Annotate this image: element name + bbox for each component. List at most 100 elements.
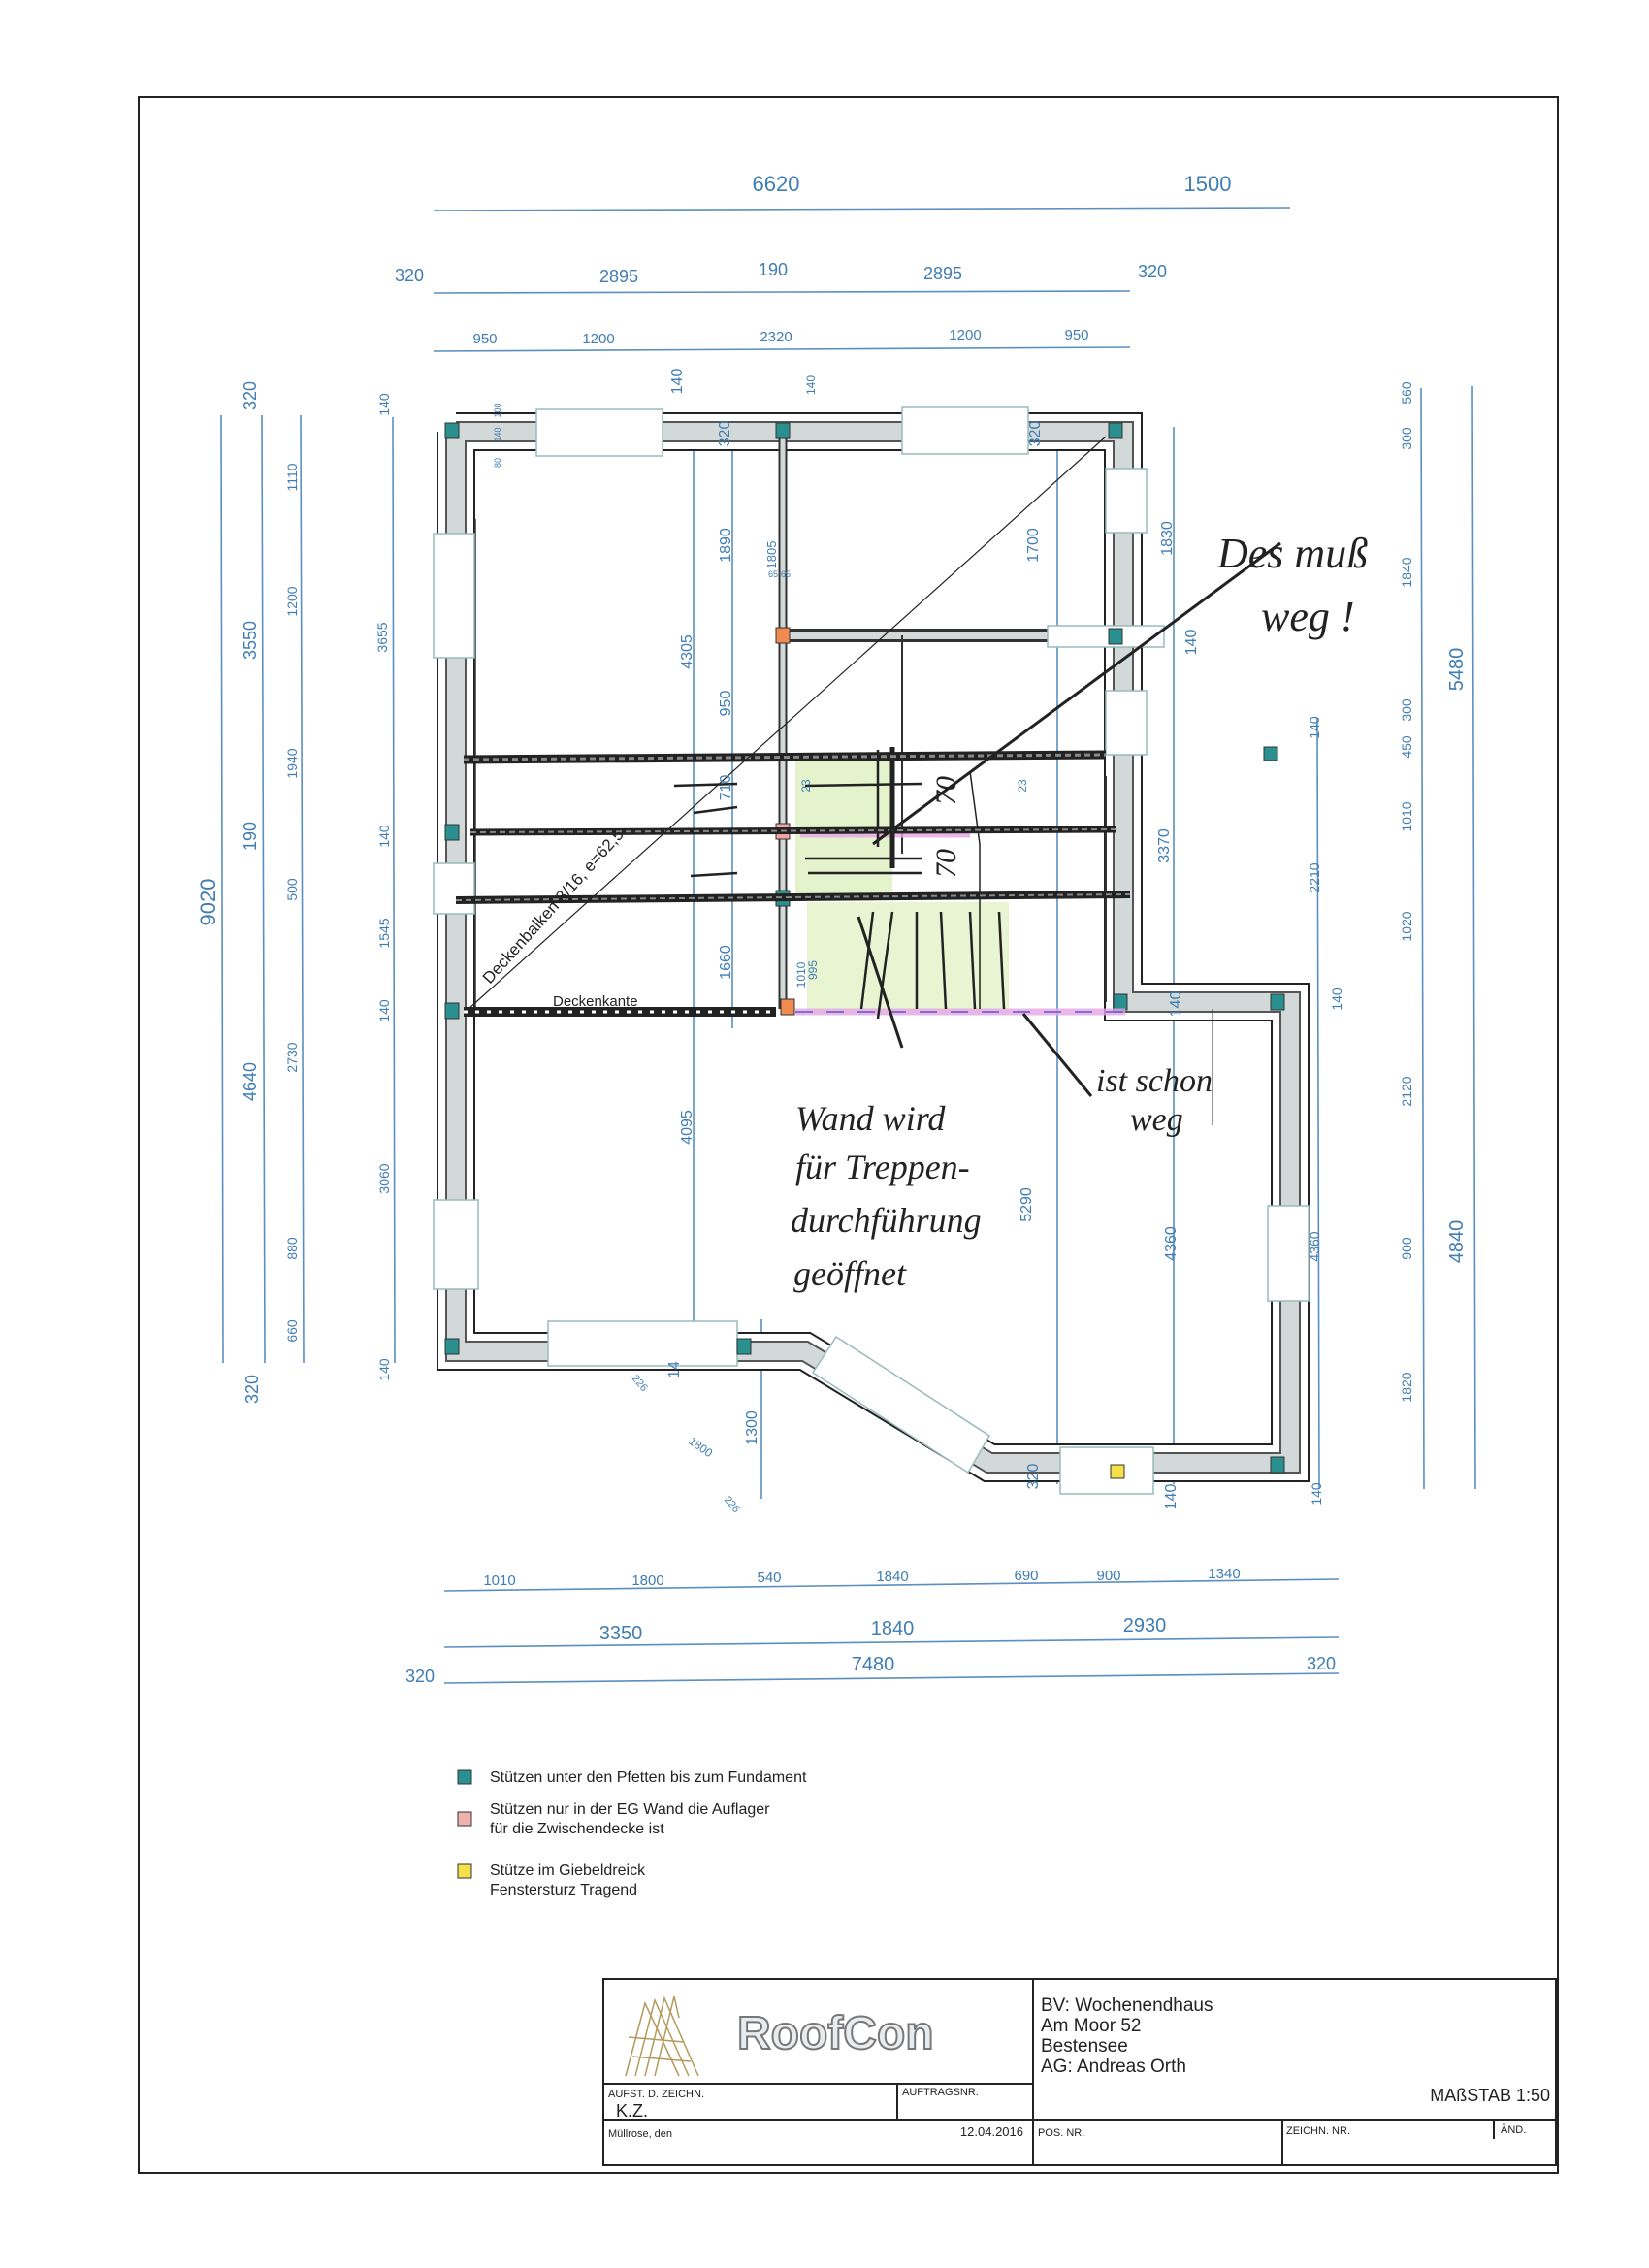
note-wand-line1: Wand wird [795,1099,946,1138]
logo-text: RoofCon [737,2008,934,2059]
dimension-label-interior: 14 [666,1361,683,1378]
dimension-lines [220,207,1476,1684]
dimension-label-interior: 140 [493,427,502,441]
dimension-label-top-second: 190 [759,260,788,279]
dimension-label-bottom-second: 1840 [871,1618,915,1639]
windows [433,406,1310,1495]
dimension-label-interior: 5290 [1018,1187,1035,1222]
dimension-label-top-openings: 950 [472,331,497,347]
dimension-label-interior: 1300 [744,1410,760,1445]
dimension-label-top-openings: 1200 [949,327,981,343]
dimension-label-interior: 23 [1016,779,1029,793]
column-yellow [1110,1464,1125,1479]
column-orange [775,627,791,644]
dimension-label-interior: 1660 [718,945,734,980]
order-number-label: AUFTRAGSNR. [902,2087,979,2098]
dimension-label-left-inner: 3655 [374,622,390,652]
drawn-by-label: AUFST. D. ZEICHN. [608,2089,704,2100]
column-teal [444,1002,460,1020]
column-teal [1270,993,1285,1011]
note-ist-schon-weg-line2: weg [1130,1102,1183,1138]
dimension-label-left-inner: 140 [376,999,392,1022]
dimension-label-left-openings: 1110 [284,463,300,491]
dimension-label-interior: 1010 [794,961,808,988]
beam-label: Deckenbalken 8/16, e=62,5 [479,826,628,988]
column-teal [444,824,460,841]
dimension-label-right-openings: 300 [1399,427,1414,450]
dimension-label-left-inner: 1545 [376,918,392,948]
column-teal [775,422,791,439]
dimension-label-top-second: 320 [1138,262,1167,281]
dimension-label-interior: 4360 [1163,1226,1180,1261]
dimension-label-right-total: 5480 [1446,648,1468,692]
dimension-label-interior: 65 [781,569,791,579]
dimension-label-interior: 23 [799,779,813,793]
drawn-by: K.Z. [616,2101,648,2121]
dimension-label-bottom-openings: 540 [757,1570,781,1586]
dimension-label-left-second: 190 [241,822,260,851]
dimension-label-interior: 65 [768,569,778,579]
dimension-label-interior: 140 [804,375,818,395]
dimension-label-interior: 320 [1025,1464,1042,1490]
note-des-muss-weg-line2: weg ! [1261,593,1355,640]
dimension-label-left-openings: 500 [284,878,300,901]
scale: MAßSTAB 1:50 [1430,2086,1550,2105]
position-number-label: POS. NR. [1038,2127,1084,2139]
legend-text: Stützen nur in der EG Wand die Auflager [490,1801,770,1818]
dimension-label-left-openings: 660 [284,1319,300,1343]
ceiling-beams [455,436,1281,1097]
note-ist-schon-weg-line1: ist schon [1096,1063,1212,1099]
legend-text: Stützen unter den Pfetten bis zum Fundam… [490,1769,807,1786]
column-teal [736,1338,752,1355]
dimension-label-interior: 226 [630,1373,650,1394]
dimension-label-left-second: 4640 [241,1062,260,1101]
place-label: Müllrose, den [608,2128,672,2140]
dimension-label-left-second: 320 [241,381,260,410]
dimension-label-top-openings: 2320 [760,329,792,345]
dimension-label-bottom-second: 2930 [1123,1615,1167,1636]
dimension-label-top-second: 2895 [923,264,962,283]
dimension-label-right-openings: 300 [1399,698,1414,722]
dimension-label-interior: 100 [493,403,502,417]
dimension-label-right-inner: 140 [1329,988,1344,1011]
dimension-label-bottom-total: 7480 [852,1654,895,1675]
columns [444,422,1285,1479]
dimension-label-right-inner: 140 [1309,1482,1324,1506]
note-wand-line4: geöffnet [793,1254,907,1293]
dimension-label-top-openings: 1200 [582,331,614,347]
dimension-label-top-openings: 950 [1064,327,1088,343]
dimension-label-interior: 140 [669,369,686,395]
dimension-label-interior: 1700 [1025,528,1042,563]
roofcon-logo: RoofCon [625,1995,935,2077]
dimension-label-interior: 1830 [1159,521,1176,556]
dimension-label-interior: 140 [1163,1484,1180,1510]
legend-text: Stütze im Giebeldreick [490,1863,646,1879]
dimension-label-interior: 3370 [1156,828,1173,863]
project-line: Am Moor 52 [1041,2016,1141,2036]
dimension-label-interior: 320 [1027,421,1044,447]
handwritten-notes: Des muß weg ! Wand wird für Treppen- dur… [791,530,1368,1293]
dimension-label-right-openings: 1020 [1399,911,1414,941]
legend-swatch-pink [457,1811,472,1827]
dimension-label-left-inner: 140 [376,1358,392,1381]
dimension-label-left-openings: 1940 [284,748,300,778]
dimension-label-interior: 710 [718,775,734,801]
column-teal [1108,628,1123,645]
dimension-label-left-inner: 140 [376,393,392,416]
date: 12.04.2016 [960,2124,1023,2139]
column-teal [444,422,460,439]
dimension-label-bottom-total: 320 [405,1667,435,1686]
dimension-label-interior: 140 [1183,630,1200,656]
column-teal [1263,746,1278,761]
dimension-label-top-second: 320 [395,266,424,285]
dimension-label-right-openings: 2120 [1399,1076,1414,1106]
stair-mark: 70 [930,776,962,805]
dimension-label-interior: 1805 [764,541,779,569]
note-wand-line2: für Treppen- [795,1148,970,1186]
dimension-label-bottom-openings: 1340 [1208,1566,1240,1582]
legend-swatch-yellow [457,1863,472,1879]
dimension-label-right-openings: 1840 [1399,557,1414,587]
dimension-label-right-openings: 1820 [1399,1372,1414,1402]
